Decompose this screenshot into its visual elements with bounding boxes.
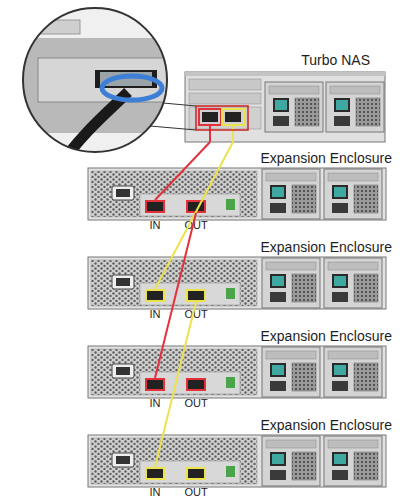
port-label: OUT (174, 397, 218, 409)
expansion-enclosure: Expansion EnclosureINOUT (88, 417, 392, 501)
port-socket (225, 112, 241, 122)
enclosure-chassis (88, 257, 386, 309)
port-label: OUT (174, 486, 218, 498)
port-label: IN (133, 219, 177, 231)
unit-label: Expansion Enclosure (260, 239, 392, 255)
sas-cable (155, 302, 196, 467)
unit-label: Expansion Enclosure (260, 328, 392, 344)
unit-label: Turbo NAS (301, 52, 370, 68)
sas-port: IN (145, 200, 165, 213)
sas-cable (155, 213, 196, 378)
nas-unit: Turbo NAS (185, 52, 385, 142)
card-bracket (189, 107, 261, 129)
photo-pull-tab (102, 76, 162, 100)
sas-port: IN (145, 378, 165, 391)
power-supply (265, 82, 323, 132)
port-highlight (222, 109, 244, 125)
sas-port: OUT (186, 200, 206, 213)
inset-border (23, 8, 167, 152)
sas-port: OUT (186, 378, 206, 391)
port-label: OUT (174, 219, 218, 231)
expansion-enclosure: Expansion EnclosureINOUT (88, 328, 392, 412)
zoom-line (163, 103, 196, 106)
zoom-line (150, 126, 196, 130)
port-label: OUT (174, 308, 218, 320)
expansion-enclosure: Expansion EnclosureINOUT (88, 150, 392, 234)
port-label: IN (133, 308, 177, 320)
unit-label: Expansion Enclosure (260, 417, 392, 433)
zoom-inset (15, 5, 248, 165)
enclosure-chassis (88, 168, 386, 220)
sas-port: OUT (186, 289, 206, 302)
port-label: IN (133, 486, 177, 498)
photo-cable (60, 92, 128, 165)
sas-port: IN (145, 467, 165, 480)
inset-photo (15, 5, 183, 165)
unit-label: Expansion Enclosure (260, 150, 392, 166)
chassis-body (185, 72, 385, 142)
cable-stub (232, 125, 234, 142)
sas-cable (155, 142, 233, 289)
expansion-enclosure: Expansion EnclosureINOUT (88, 239, 392, 323)
power-supply (326, 82, 384, 132)
port-label: IN (133, 397, 177, 409)
cable-stub (209, 125, 211, 142)
photo-bracket (38, 58, 183, 102)
card-bracket (189, 93, 261, 104)
port-socket (202, 112, 218, 122)
sas-port: IN (145, 289, 165, 302)
sas-cable (155, 142, 210, 200)
zoom-frame (196, 106, 248, 130)
sas-port: OUT (186, 467, 206, 480)
card-bracket (189, 79, 261, 90)
chassis-top (185, 72, 385, 76)
port-highlight (199, 109, 221, 125)
enclosure-chassis (88, 346, 386, 398)
nas-chassis (185, 72, 385, 142)
enclosure-chassis (88, 435, 386, 487)
